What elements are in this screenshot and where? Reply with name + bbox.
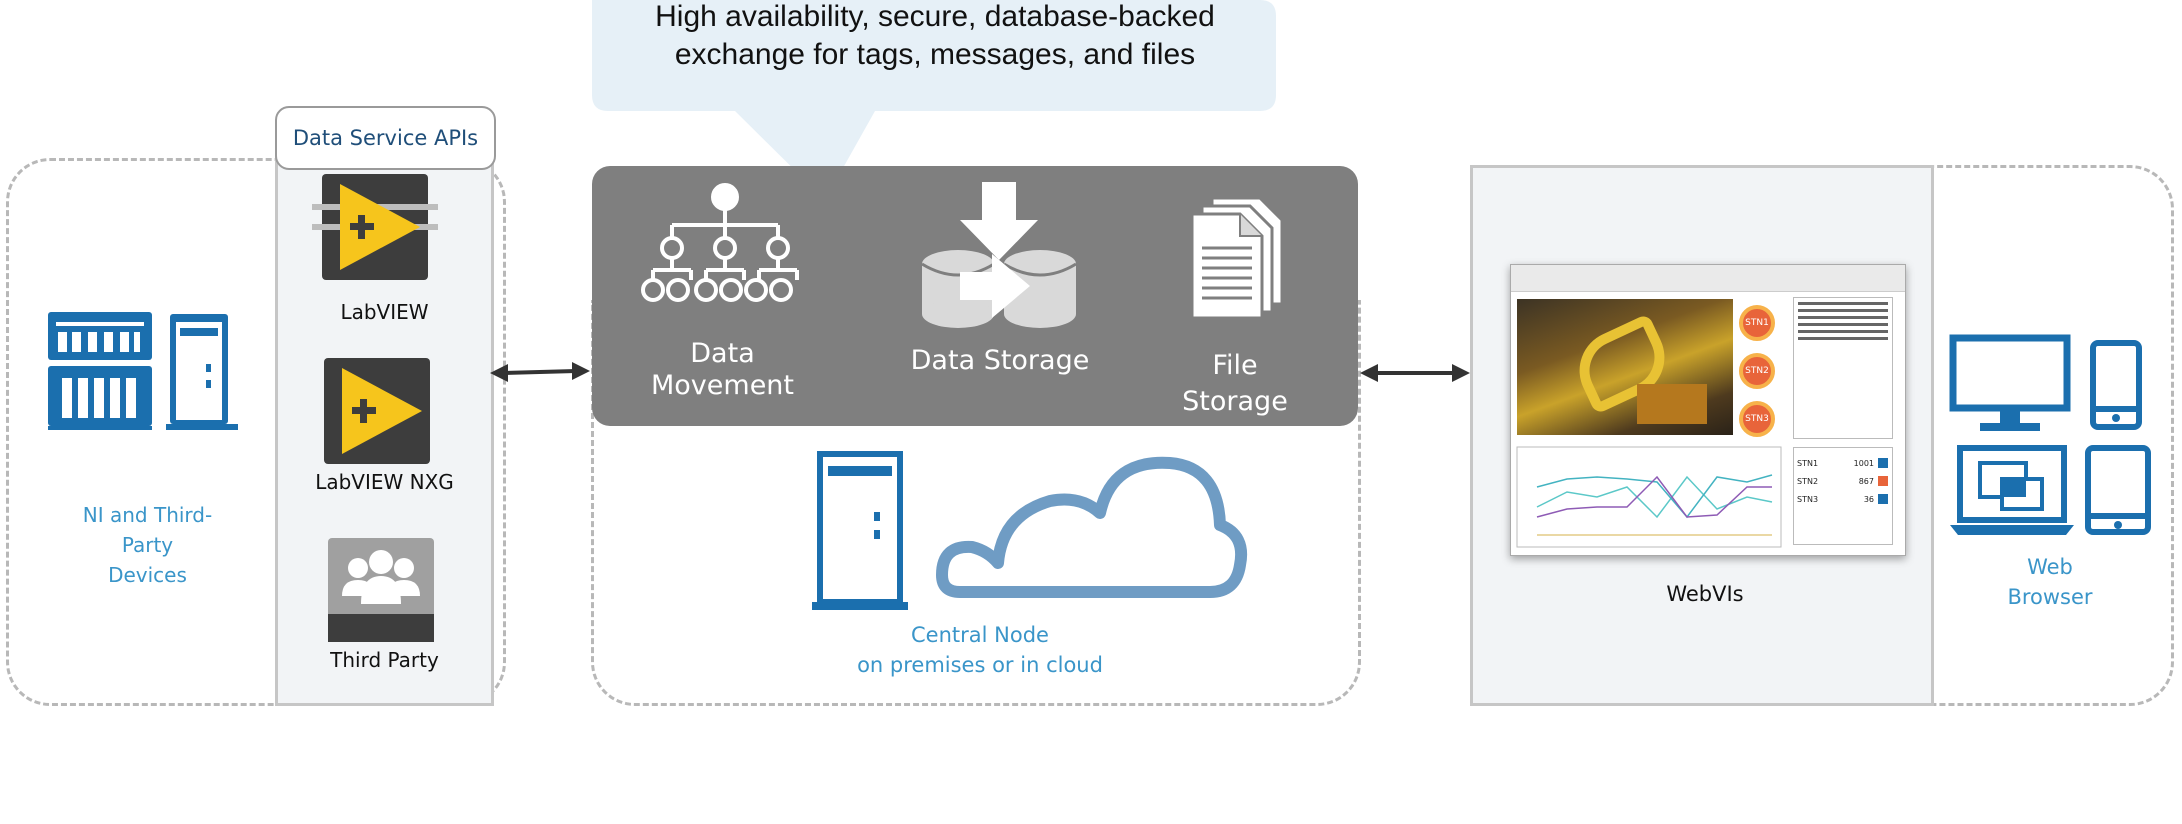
file-storage-label: File Storage bbox=[1160, 348, 1310, 420]
table-row-name: STN1 bbox=[1797, 458, 1819, 468]
trend-chart bbox=[1516, 446, 1782, 548]
labview-nxg-icon bbox=[324, 358, 430, 464]
hierarchy-icon bbox=[641, 183, 799, 302]
browser-label: Web Browser bbox=[1980, 552, 2120, 612]
status-log bbox=[1793, 297, 1893, 439]
server-icon bbox=[812, 451, 908, 610]
laptop-icon bbox=[1950, 445, 2074, 535]
table-row-name: STN3 bbox=[1797, 494, 1819, 504]
devices-group bbox=[6, 158, 506, 706]
file-storage-icon bbox=[1190, 196, 1284, 320]
browser-line-1: Web bbox=[2027, 555, 2073, 579]
tablet-icon bbox=[2085, 445, 2151, 535]
apis-header: Data Service APIs bbox=[275, 106, 496, 170]
table-row-value: 1001 bbox=[1853, 458, 1874, 468]
data-movement-label: Data Movement bbox=[620, 338, 825, 402]
data-movement-line-2: Movement bbox=[650, 370, 794, 401]
labview-nxg-label: LabVIEW NXG bbox=[315, 470, 454, 494]
file-storage-line-2: Storage bbox=[1182, 386, 1288, 417]
table-row-value: 36 bbox=[1863, 494, 1874, 504]
browser-line-2: Browser bbox=[2007, 585, 2093, 609]
factory-photo bbox=[1517, 299, 1733, 435]
central-node-line-1: Central Node bbox=[911, 623, 1049, 647]
cloud-icon bbox=[936, 456, 1247, 598]
labview-label: LabVIEW bbox=[340, 300, 429, 324]
devices-line-2: Party bbox=[121, 533, 174, 557]
table-row-name: STN2 bbox=[1797, 476, 1819, 486]
third-party-icon bbox=[328, 538, 434, 642]
labview-icon bbox=[312, 174, 438, 280]
callout-text: High availability, secure, database-back… bbox=[600, 0, 1270, 74]
data-movement-line-1: Data bbox=[690, 338, 755, 369]
smartphone-icon bbox=[2090, 340, 2142, 430]
callout-line-2: exchange for tags, messages, and files bbox=[674, 38, 1196, 71]
webvi-screenshot: STN1 STN2 STN3 STN1 1001 STN2 867 STN3 36 bbox=[1510, 264, 1906, 556]
station-indicator: STN3 bbox=[1739, 401, 1775, 437]
double-arrow-icon bbox=[1360, 364, 1470, 382]
data-storage-label: Data Storage bbox=[910, 345, 1090, 376]
database-icon bbox=[921, 182, 1077, 328]
central-node-line-2: on premises or in cloud bbox=[857, 653, 1103, 677]
callout-line-1: High availability, secure, database-back… bbox=[655, 0, 1215, 33]
devices-line-3: Devices bbox=[108, 563, 187, 587]
browser-toolbar bbox=[1511, 265, 1905, 292]
station-indicator: STN1 bbox=[1739, 305, 1775, 341]
desktop-monitor-icon bbox=[1949, 334, 2071, 431]
double-arrow-icon bbox=[490, 362, 590, 382]
webvis-label: WebVIs bbox=[1666, 582, 1744, 606]
central-node-label: Central Node on premises or in cloud bbox=[820, 620, 1140, 680]
ni-hardware-icon bbox=[48, 312, 238, 430]
third-party-label: Third Party bbox=[330, 648, 439, 672]
devices-line-1: NI and Third- bbox=[82, 503, 213, 527]
devices-label: NI and Third- Party Devices bbox=[50, 500, 245, 590]
file-storage-line-1: File bbox=[1212, 350, 1258, 381]
station-indicator: STN2 bbox=[1739, 353, 1775, 389]
table-row-value: 867 bbox=[1858, 476, 1874, 486]
station-table: STN1 1001 STN2 867 STN3 36 bbox=[1793, 447, 1893, 545]
